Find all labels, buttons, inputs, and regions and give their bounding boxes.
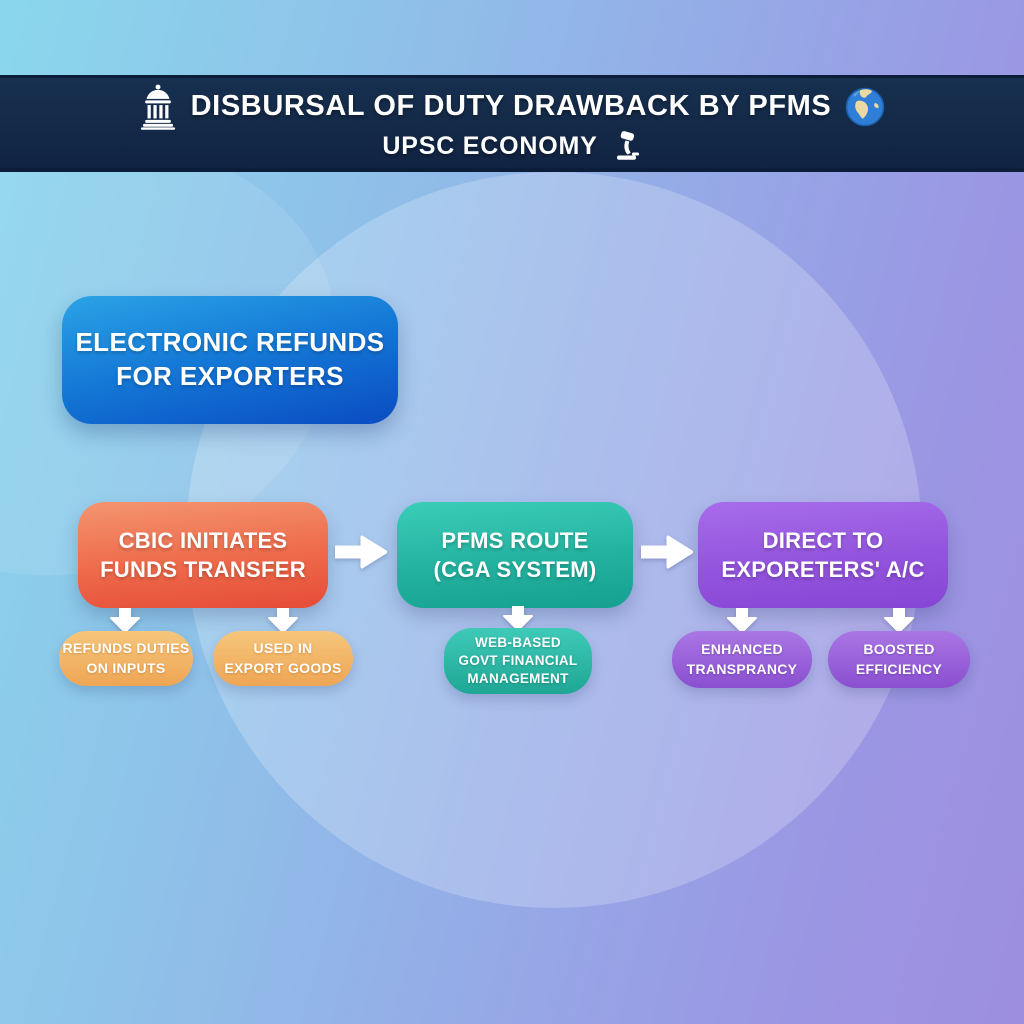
- subpill-refunds-duties: REFUNDS DUTIES ON INPUTS: [59, 631, 193, 686]
- pill-line: GOVT FINANCIAL: [458, 652, 578, 668]
- bank-icon: [140, 84, 175, 130]
- pill-line: REFUNDS DUTIES: [62, 639, 190, 656]
- subpill-web-based: WEB-BASED GOVT FINANCIAL MANAGEMENT: [444, 628, 592, 694]
- arrow-right-icon: [335, 533, 387, 571]
- step-line: DIRECT TO: [762, 527, 884, 553]
- step-line: CBIC INITIATES: [118, 527, 288, 553]
- globe-icon: [846, 87, 885, 126]
- step-box-direct: DIRECT TO EXPORETERS' A/C: [698, 502, 948, 608]
- pill-line: WEB-BASED: [475, 634, 561, 650]
- subpill-efficiency: BOOSTED EFFICIENCY: [828, 631, 970, 688]
- arrow-down-icon: [727, 608, 757, 633]
- subtitle-row: UPSC ECONOMY: [382, 130, 641, 163]
- arrow-down-icon: [503, 606, 533, 631]
- pill-line: ON INPUTS: [86, 659, 166, 676]
- step-line: EXPORETERS' A/C: [721, 557, 925, 582]
- subpill-transparency: ENHANCED TRANSPRANCY: [672, 631, 812, 688]
- pill-line: ENHANCED: [701, 640, 783, 657]
- infographic-subtitle: UPSC ECONOMY: [382, 132, 598, 160]
- arrow-down-icon: [110, 608, 140, 633]
- title-row: DISBURSAL OF DUTY DRAWBACK BY PFMS: [139, 84, 886, 130]
- infographic-title: DISBURSAL OF DUTY DRAWBACK BY PFMS: [190, 90, 832, 122]
- intro-line-1: ELECTRONIC REFUNDS: [75, 327, 385, 358]
- gavel-icon: [616, 130, 639, 160]
- electronic-refunds-box: ELECTRONIC REFUNDS FOR EXPORTERS: [62, 296, 398, 424]
- header-banner: DISBURSAL OF DUTY DRAWBACK BY PFMS UPSC …: [0, 75, 1024, 172]
- step-box-pfms: PFMS ROUTE (CGA SYSTEM): [397, 502, 633, 608]
- arrow-down-icon: [268, 608, 298, 633]
- step-line: FUNDS TRANSFER: [100, 557, 306, 582]
- step-box-cbic: CBIC INITIATES FUNDS TRANSFER: [78, 502, 328, 608]
- pill-line: MANAGEMENT: [467, 671, 569, 687]
- pill-line: EXPORT GOODS: [224, 659, 342, 676]
- pill-line: EFFICIENCY: [855, 660, 943, 677]
- step-line: PFMS ROUTE: [441, 527, 589, 553]
- pill-line: BOOSTED: [863, 640, 935, 657]
- arrow-right-icon: [641, 533, 693, 571]
- pill-line: USED IN: [253, 639, 313, 656]
- step-line: (CGA SYSTEM): [433, 557, 597, 582]
- intro-line-2: FOR EXPORTERS: [116, 361, 344, 391]
- pill-line: TRANSPRANCY: [686, 660, 798, 677]
- arrow-down-icon: [884, 608, 914, 633]
- subpill-export-goods: USED IN EXPORT GOODS: [213, 631, 353, 686]
